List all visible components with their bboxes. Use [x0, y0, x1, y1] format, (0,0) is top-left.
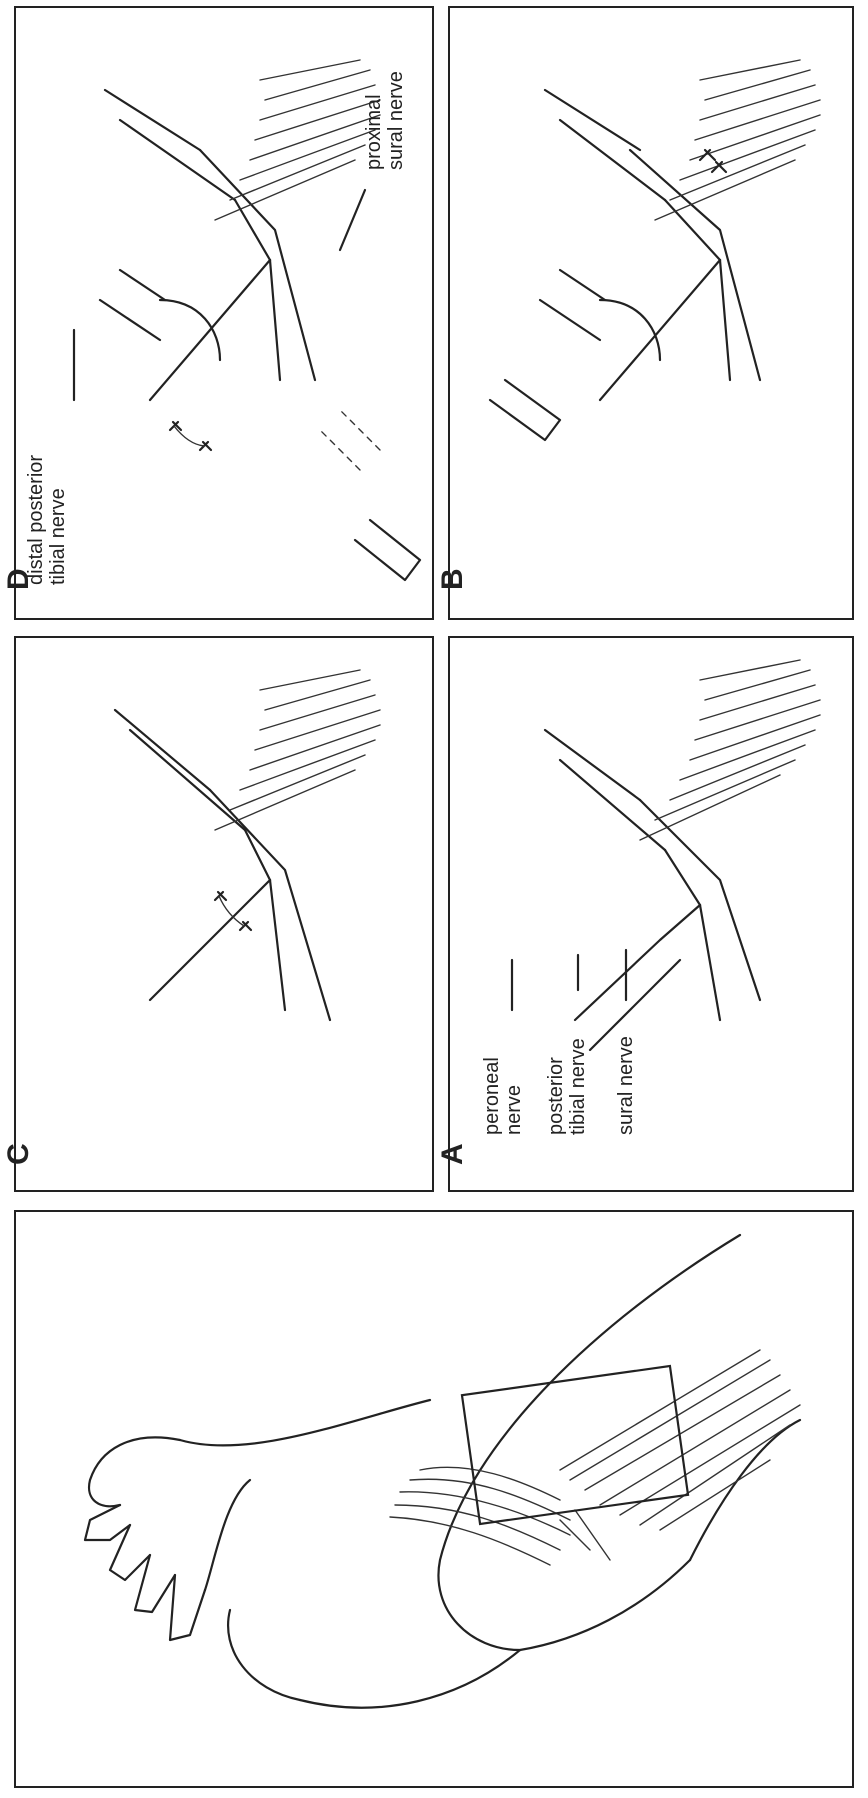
panel-b-drawing: B [436, 60, 820, 590]
label-distal-2: tibial nerve [47, 488, 69, 585]
panel-c-letter: C [2, 1143, 35, 1165]
label-proximal-2: sural nerve [385, 71, 407, 170]
label-peroneal-2: nerve [503, 1085, 525, 1135]
label-distal-1: distal posterior [25, 455, 47, 585]
label-posterior-2: tibial nerve [567, 1038, 589, 1135]
label-proximal-1: proximal [363, 94, 385, 170]
panel-d-drawing: D distal posterior tibial nerve proximal… [2, 60, 420, 590]
panel-a-drawing: A peroneal nerve posterior tibial nerve … [436, 660, 820, 1165]
label-peroneal-1: peroneal [481, 1057, 503, 1135]
panel-b-letter: B [436, 568, 469, 590]
leg-drawing [85, 1235, 800, 1708]
label-sural: sural nerve [615, 1036, 637, 1135]
panel-c-drawing: C [2, 670, 380, 1165]
label-posterior-1: posterior [545, 1057, 567, 1135]
panel-a-letter: A [436, 1143, 469, 1165]
